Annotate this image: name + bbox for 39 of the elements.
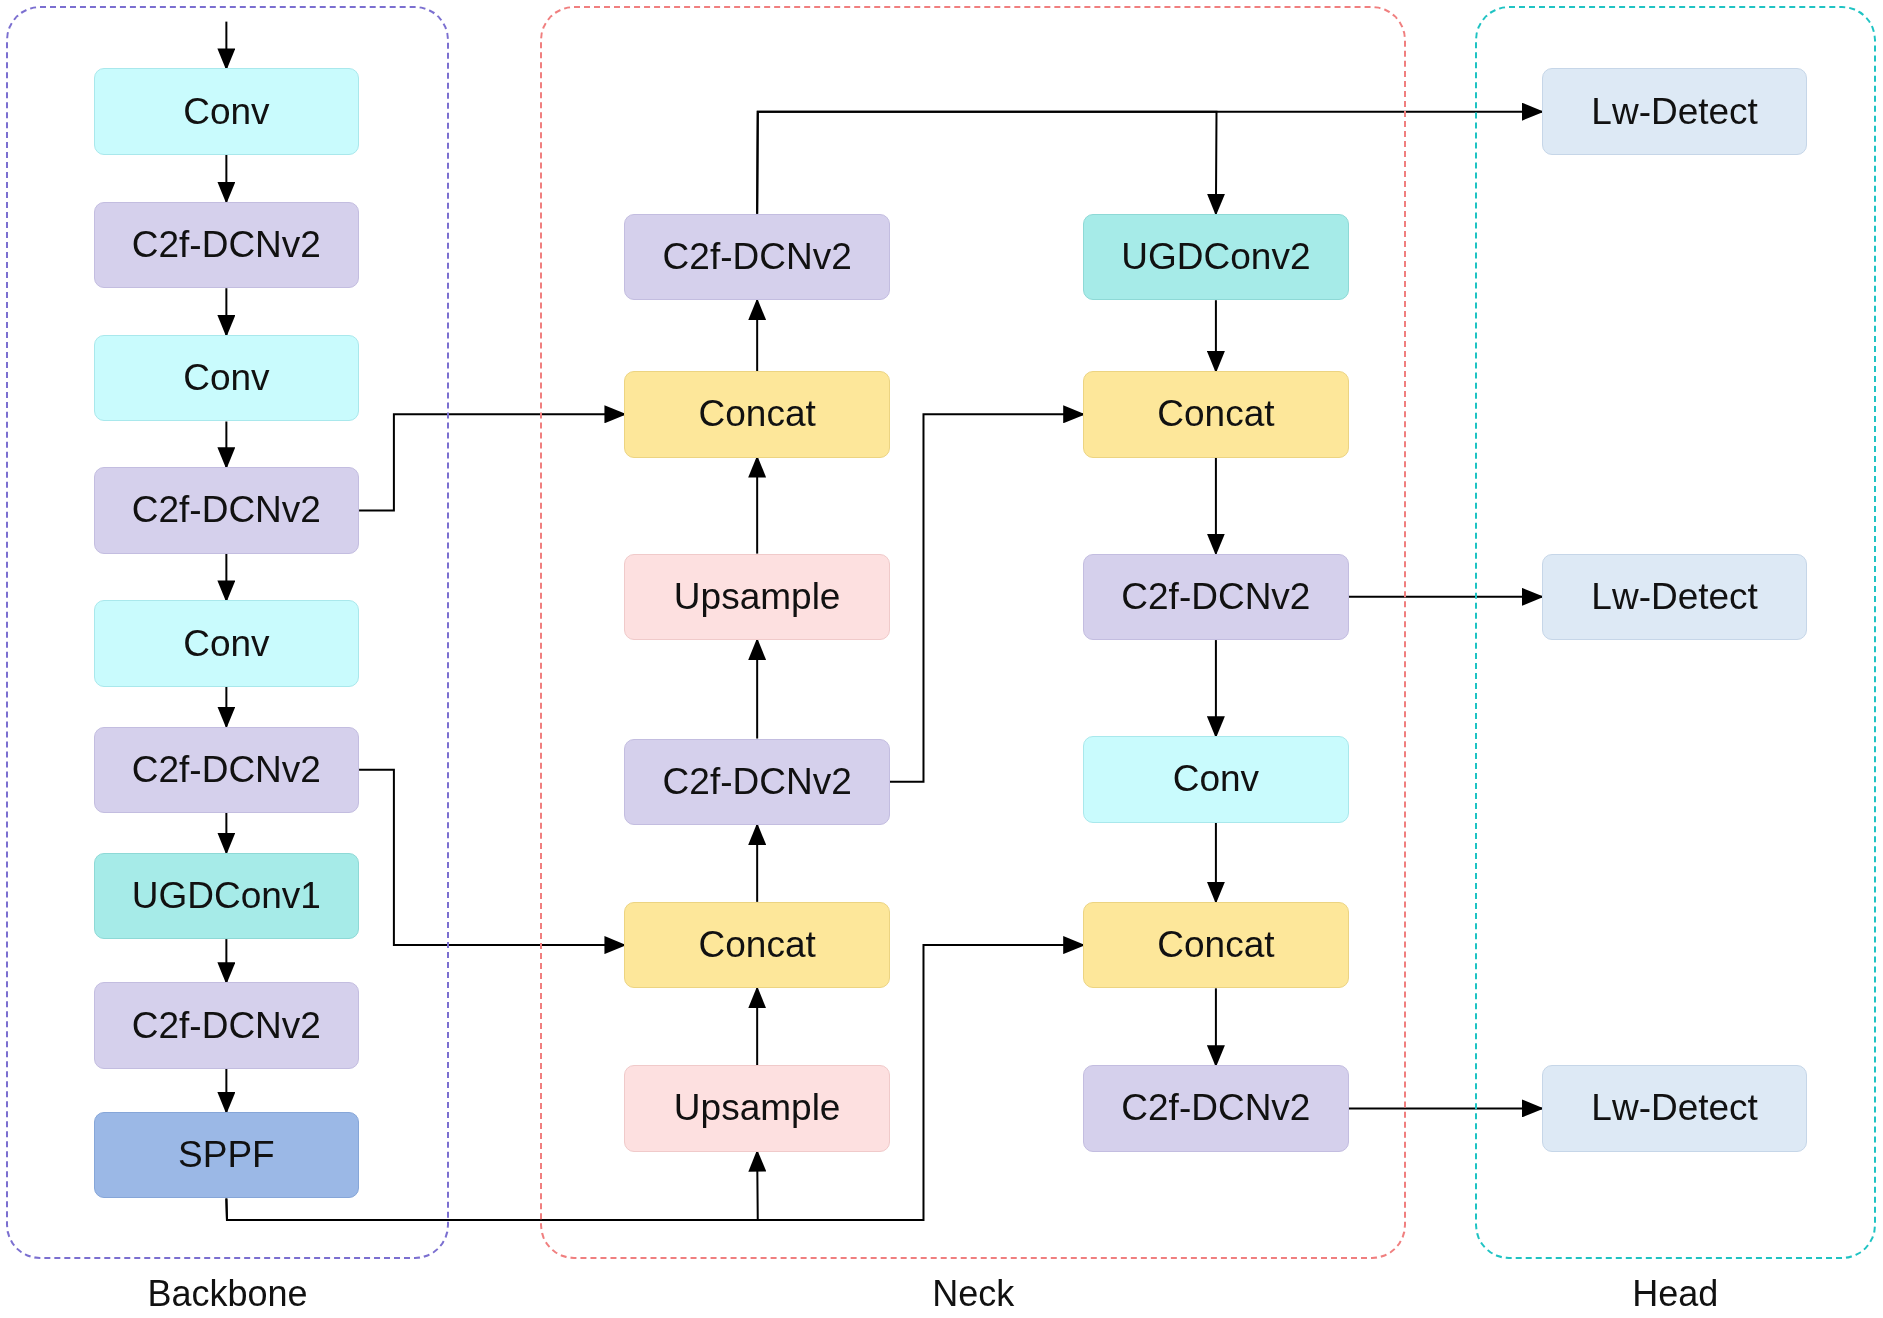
arrow	[1206, 821, 1225, 904]
module-box: C2f-DCNv2	[93, 982, 360, 1069]
module-box: Upsample	[624, 1065, 890, 1152]
module-box: C2f-DCNv2	[624, 738, 890, 825]
module-box: C2f-DCNv2	[1083, 1065, 1349, 1152]
module-box: Concat	[624, 901, 890, 989]
module-box: Concat	[624, 371, 890, 458]
arrow	[748, 823, 767, 903]
arrow	[748, 638, 767, 740]
arrow	[217, 685, 236, 729]
group-label: Head	[1632, 1274, 1719, 1314]
module-box: Conv	[1083, 736, 1349, 823]
module-box: C2f-DCNv2	[93, 726, 360, 813]
module-box: Conv	[93, 68, 360, 155]
module-box: Conv	[93, 335, 360, 422]
module-box: Lw-Detect	[1541, 1065, 1808, 1152]
module-box: Concat	[1083, 371, 1349, 458]
arrow	[756, 110, 1225, 216]
arrow	[1347, 587, 1544, 606]
arrow	[217, 812, 236, 855]
module-box: UGDConv1	[93, 852, 360, 940]
arrow	[1206, 456, 1225, 556]
arrow	[748, 986, 767, 1067]
module-box: UGDConv2	[1083, 213, 1349, 301]
arrow	[1347, 1099, 1544, 1118]
arrow	[217, 153, 236, 204]
module-box: Concat	[1083, 901, 1349, 989]
module-box: Lw-Detect	[1541, 68, 1808, 155]
module-box: SPPF	[93, 1112, 360, 1199]
module-box: C2f-DCNv2	[93, 467, 360, 554]
module-box: C2f-DCNv2	[624, 213, 890, 301]
module-box: Lw-Detect	[1541, 553, 1808, 641]
module-box: Upsample	[624, 553, 890, 641]
module-box: C2f-DCNv2	[1083, 553, 1349, 641]
module-box: C2f-DCNv2	[93, 201, 360, 289]
arrow	[748, 298, 767, 373]
group-label: Neck	[932, 1274, 1015, 1314]
group-label: Backbone	[147, 1274, 308, 1314]
module-box: Conv	[93, 600, 360, 687]
